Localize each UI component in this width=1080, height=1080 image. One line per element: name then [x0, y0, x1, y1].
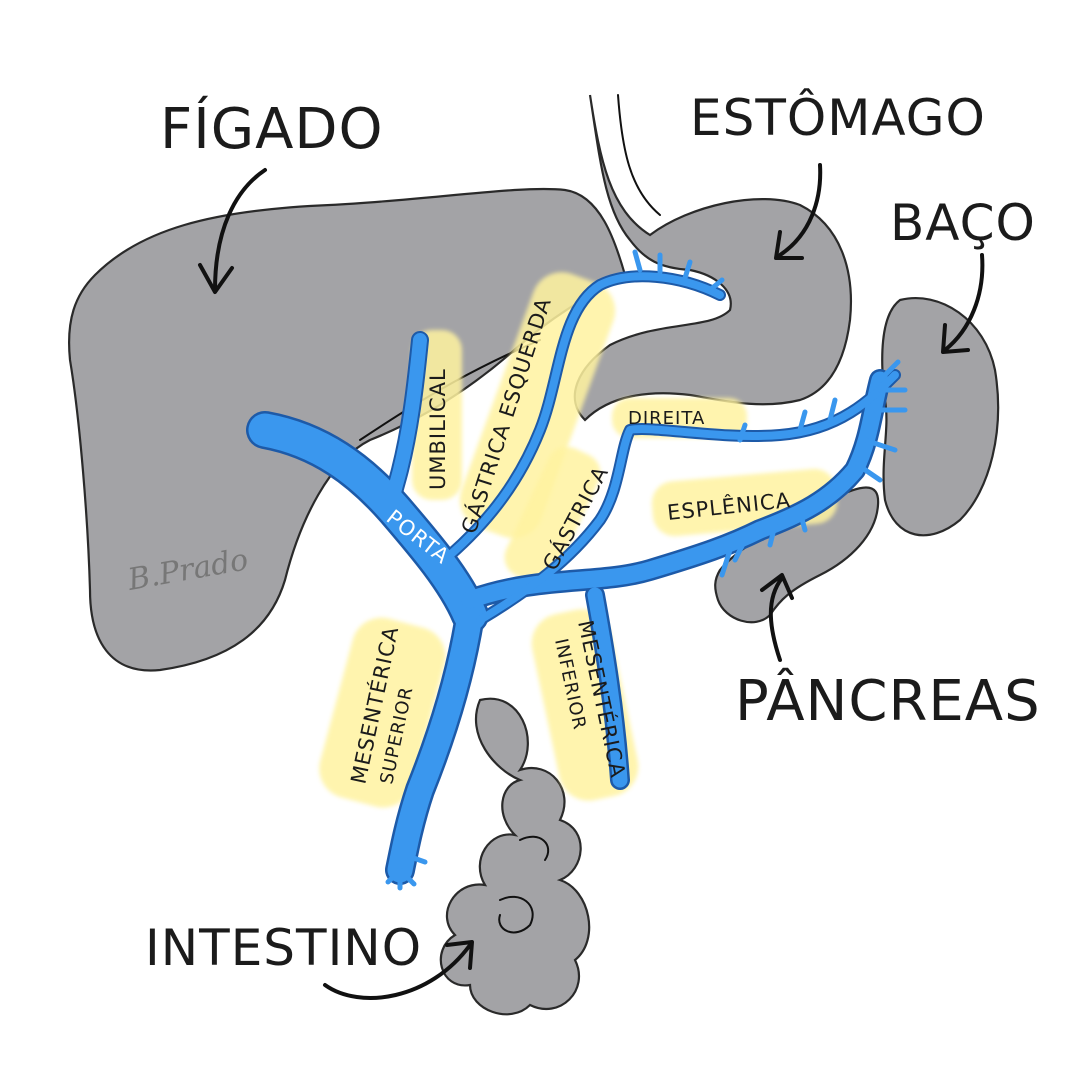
splenic-vein — [461, 371, 889, 609]
label-pancreas: PÂNCREAS — [735, 669, 1041, 734]
arrow-spleen-head — [941, 323, 970, 354]
arrow-liver-head — [198, 263, 234, 294]
label-liver: FÍGADO — [160, 96, 384, 162]
inferior-mesenteric-vein — [587, 587, 628, 788]
arrow-intestine — [323, 943, 472, 1000]
portal-vein-system — [248, 272, 899, 883]
arrow-stomach-head — [774, 230, 804, 260]
label-spleen: BAÇO — [890, 194, 1036, 252]
arrow-liver — [213, 168, 267, 292]
arrow-spleen — [943, 253, 985, 352]
superior-mesenteric-vein — [387, 602, 483, 883]
highlight-gastric — [504, 446, 601, 584]
highlight-left-gastric — [459, 272, 616, 539]
label-intestine: INTESTINO — [145, 919, 422, 977]
arrow-pancreas-head — [760, 573, 794, 600]
intestine-fold-1 — [498, 895, 534, 934]
intestine-fold-2 — [519, 835, 550, 861]
intestine-shape — [439, 697, 591, 1016]
left-gastric-vein — [446, 272, 724, 559]
label-right-gastric-2: DIREITA — [628, 408, 705, 429]
arrow-stomach — [778, 163, 823, 257]
label-stomach: ESTÔMAGO — [690, 88, 986, 147]
spleen-shape — [881, 297, 1000, 537]
label-umbilical: UMBILICAL — [426, 368, 450, 490]
arrow-pancreas — [768, 576, 784, 662]
vein-branches — [385, 249, 908, 891]
umbilical-vein — [385, 333, 427, 517]
liver-shape — [68, 187, 627, 672]
esophagus-line — [617, 94, 661, 216]
right-gastric-vein — [476, 371, 899, 624]
arrow-intestine-head — [445, 940, 474, 970]
highlight-superior-mesenteric — [319, 617, 446, 808]
